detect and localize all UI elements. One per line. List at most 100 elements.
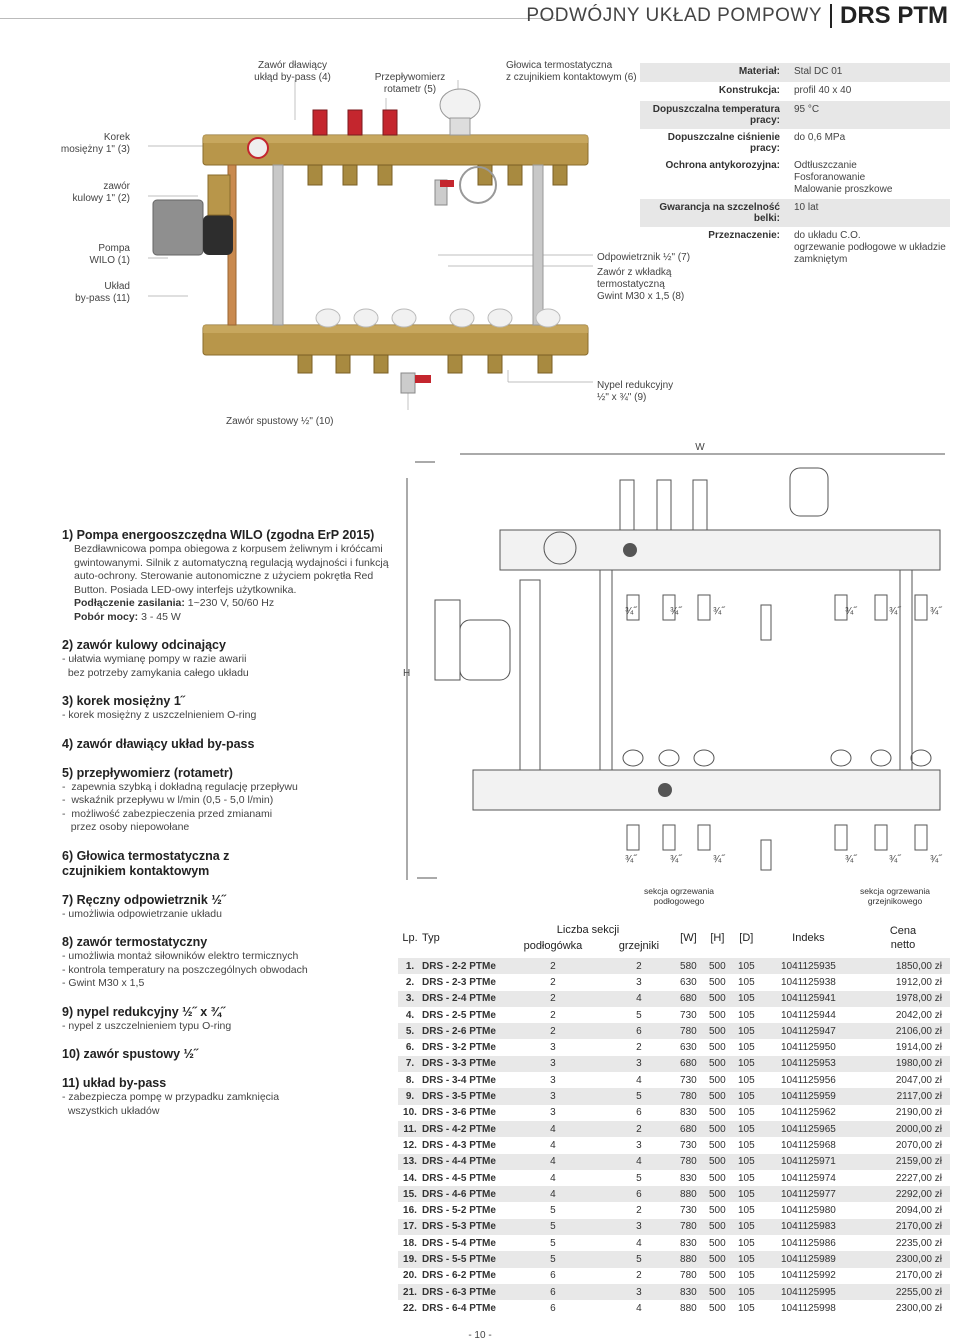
table-cell: DRS - 4-4 PTMe: [422, 1153, 502, 1170]
feature-heading: 3) korek mosiężny 1˝: [62, 694, 185, 708]
table-cell: 13.: [398, 1153, 422, 1170]
table-cell: 2094,00 zł: [895, 1205, 942, 1217]
table-cell: 500: [702, 1186, 732, 1203]
table-cell: 880: [673, 1186, 703, 1203]
feature-text: przez osoby niepowołane: [62, 821, 190, 833]
table-cell: 1980,00 zł: [856, 1055, 950, 1073]
table-cell: 1041125977: [760, 1186, 856, 1203]
feature-text: - możliwość zabezpieczenia przed zmianam…: [62, 807, 273, 820]
table-cell: DRS - 3-2 PTMe: [422, 1042, 496, 1054]
table-cell: 500: [709, 1139, 726, 1151]
size-label: ¾˝: [670, 606, 682, 617]
feature-item: 1) Pompa energooszczędna WILO (zgodna Er…: [62, 528, 407, 624]
spec-value: Odtłuszczanie Fosforanowanie Malowanie p…: [794, 160, 893, 195]
label-thermostatic-head: Głowica termostatyczna z czujnikiem kont…: [506, 60, 637, 83]
feature-item: 7) Ręczny odpowietrznik ½˝ - umożliwia o…: [62, 893, 407, 922]
table-cell: 2: [603, 1120, 674, 1138]
spec-value: profil 40 x 40: [794, 85, 852, 96]
table-cell: 1041125944: [780, 1009, 836, 1021]
table-cell: 500: [702, 990, 732, 1007]
feature-item: 3) korek mosiężny 1˝ - korek mosiężny z …: [62, 694, 407, 723]
table-cell: 1041125956: [780, 1074, 836, 1086]
spec-row: Konstrukcja:profil 40 x 40: [640, 82, 950, 101]
table-cell: 2042,00 zł: [895, 1009, 942, 1021]
label-reducing-nipple: Nypel redukcyjny ½" x ¾" (9): [597, 380, 674, 403]
table-cell: 6: [550, 1270, 556, 1282]
table-cell: 3: [603, 1055, 674, 1073]
label-ball-valve: zawór kulowy 1" (2): [72, 181, 130, 204]
table-cell: 1041125989: [760, 1251, 856, 1268]
label-drain-valve: Zawór spustowy ½" (10): [226, 416, 334, 427]
table-cell: 2: [550, 976, 556, 988]
feature-item: 11) układ by-pass - zabezpiecza pompę w …: [62, 1076, 407, 1118]
table-cell: 3: [636, 976, 642, 988]
table-cell: 16.: [403, 1205, 417, 1217]
table-cell: 14.: [403, 1172, 417, 1184]
spec-row: Przeznaczenie:do układu C.O. ogrzewanie …: [640, 227, 950, 269]
table-cell: 105: [737, 1139, 755, 1151]
table-cell: 8.: [405, 1074, 415, 1086]
section-tag-floor: sekcja ogrzewania podłogowego: [620, 886, 738, 906]
feature-item: 9) nypel redukcyjny ½˝ x ¾˝ - nypel z us…: [62, 1005, 407, 1034]
header-rule: [0, 18, 555, 19]
spec-row: Dopuszczalne ciśnienie pracy:do 0,6 MPa: [640, 129, 950, 157]
table-cell: 4: [636, 1074, 642, 1086]
table-cell: 4: [603, 1153, 674, 1170]
table-cell: 105: [731, 990, 761, 1007]
feature-item: 4) zawór dławiący układ by-pass: [62, 737, 407, 752]
table-cell: 105: [737, 1107, 755, 1119]
table-cell: 500: [702, 1283, 732, 1301]
table-cell: DRS - 4-3 PTMe: [422, 1139, 496, 1151]
table-cell: 500: [709, 976, 726, 988]
table-cell: 4: [502, 1120, 604, 1138]
feature-text: wszystkich układów: [62, 1104, 160, 1117]
table-cell: 4: [603, 990, 674, 1007]
table-cell: 4: [550, 1139, 556, 1151]
table-cell: DRS - 5-2 PTMe: [422, 1205, 496, 1217]
size-label: ¾˝: [713, 606, 725, 617]
table-cell: 630: [680, 976, 697, 988]
table-cell: 1041125938: [780, 976, 836, 988]
table-cell: 730: [680, 1139, 697, 1151]
table-cell: 105: [737, 976, 755, 988]
page-number: - 10 -: [468, 1330, 492, 1341]
spec-key: Dopuszczalne ciśnienie pracy:: [667, 132, 780, 154]
table-cell: 500: [702, 1251, 732, 1268]
table-cell: 1912,00 zł: [895, 976, 942, 988]
table-cell: 1041125941: [760, 990, 856, 1007]
table-cell: 1041125974: [780, 1172, 836, 1184]
table-cell: 3: [550, 1074, 556, 1086]
table-cell: 1.: [398, 958, 422, 975]
feature-item: 6) Głowica termostatyczna z czujnikiem k…: [62, 849, 292, 879]
feature-text: - kontrola temperatury na poszczególnych…: [62, 963, 308, 976]
feature-text: - wskaźnik przepływu w l/min (0,5 - 5,0 …: [62, 794, 274, 806]
table-header-row: Lp. Typ Liczba sekcji [W] [H] [D] Indeks…: [398, 918, 950, 951]
table-cell: 1041125995: [760, 1283, 856, 1301]
table-cell: 580: [673, 958, 703, 975]
table-cell: DRS - 5-3 PTMe: [422, 1218, 502, 1236]
table-cell: 2227,00 zł: [895, 1172, 942, 1184]
table-cell: 6: [603, 1186, 674, 1203]
table-cell: 105: [737, 1009, 755, 1021]
page-header: PODWÓJNY UKŁAD POMPOWY DRS PTM: [526, 0, 948, 32]
feature-text: - umożliwia odpowietrzanie układu: [62, 907, 222, 920]
table-cell: 2255,00 zł: [856, 1283, 950, 1301]
table-cell: DRS - 2-2 PTMe: [422, 958, 502, 975]
spec-value: 95 °C: [794, 104, 820, 115]
size-label: ¾˝: [625, 854, 637, 865]
feature-item: 8) zawór termostatyczny - umożliwia mont…: [62, 935, 407, 991]
table-cell: 10.: [403, 1107, 417, 1119]
table-cell: 5: [550, 1205, 556, 1217]
table-cell: 5.: [398, 1023, 422, 1040]
feature-text: bez potrzeby zamykania całego układu: [62, 666, 249, 679]
table-cell: 6: [636, 1107, 642, 1119]
table-cell: 2292,00 zł: [856, 1186, 950, 1203]
